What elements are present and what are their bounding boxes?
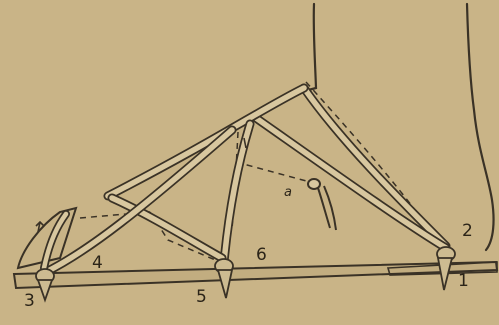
label-peg-6: 6 bbox=[256, 245, 267, 265]
arrow-mid bbox=[243, 137, 247, 149]
strap-toe-loop-fill bbox=[41, 211, 69, 271]
labels: 1 2 3 4 5 6 a bbox=[24, 185, 473, 311]
strap-a-ends bbox=[317, 185, 337, 231]
label-peg-3: 3 bbox=[24, 291, 35, 311]
strap-peg5-rise-fill bbox=[221, 121, 253, 265]
label-peg-4: 4 bbox=[92, 253, 103, 273]
direction-arrows bbox=[35, 137, 247, 233]
peg-3-anchor bbox=[35, 268, 55, 303]
pegs bbox=[35, 246, 456, 303]
strap-peg5-diag-fill bbox=[109, 195, 225, 261]
straps bbox=[40, 83, 451, 277]
label-peg-1: 1 bbox=[458, 271, 469, 291]
leg-back-line bbox=[465, 2, 495, 252]
strap-a-tie bbox=[307, 178, 337, 231]
sole-toe-front bbox=[16, 206, 78, 270]
dashed-line-a bbox=[235, 161, 311, 183]
sole-heel-step bbox=[386, 261, 498, 276]
label-strap-a: a bbox=[284, 185, 292, 200]
label-peg-5: 5 bbox=[196, 287, 207, 307]
strap-cross-toe-fill bbox=[43, 127, 235, 275]
label-peg-2: 2 bbox=[462, 221, 473, 241]
sole bbox=[12, 206, 499, 290]
peg-5-anchor bbox=[214, 258, 234, 299]
strap-ankle-outer-fill bbox=[301, 85, 449, 249]
strap-ankle-inner-fill bbox=[253, 115, 449, 251]
strap-a-knot bbox=[307, 178, 321, 190]
arrow-toe bbox=[35, 220, 45, 233]
peg-1-anchor bbox=[436, 246, 456, 291]
